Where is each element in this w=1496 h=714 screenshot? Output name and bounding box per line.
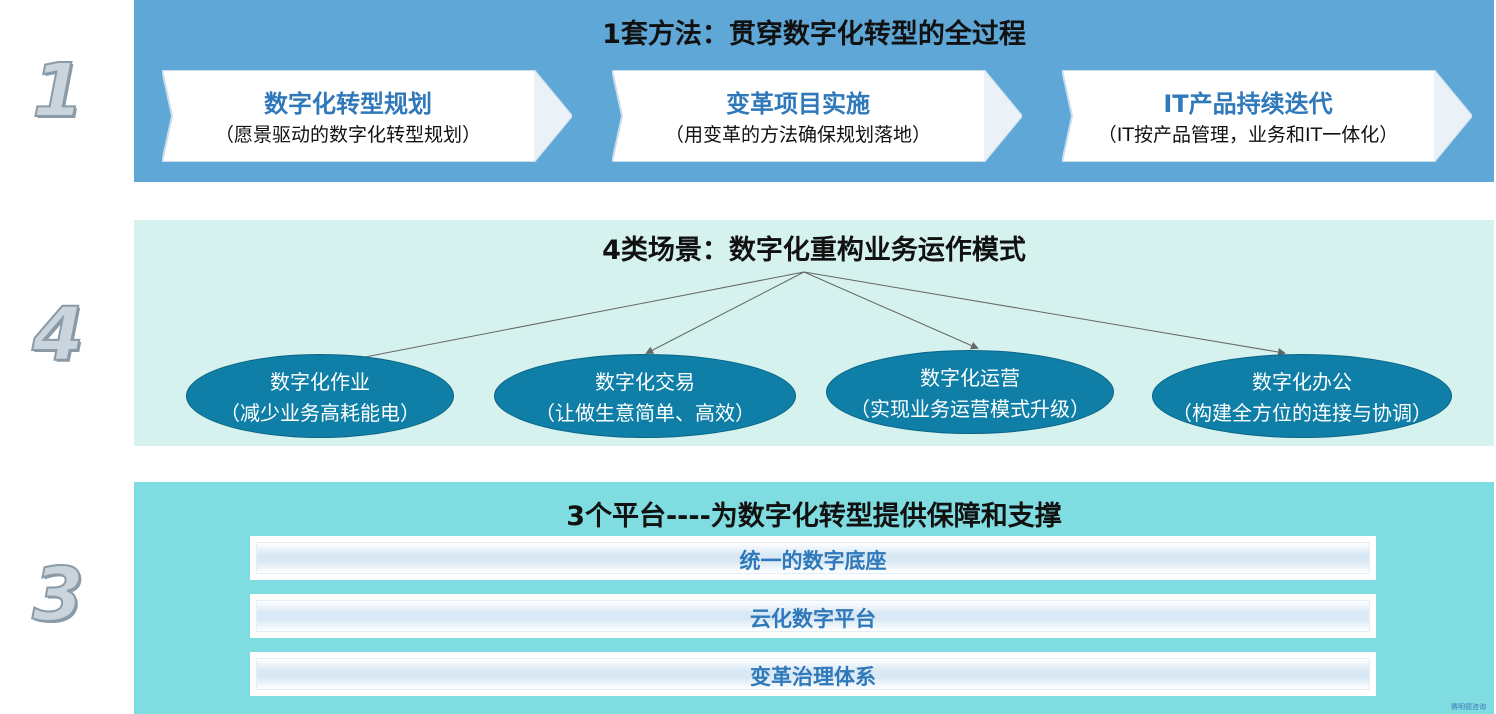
- chevron-shape: [162, 70, 572, 162]
- connector-line-1: [332, 271, 805, 366]
- scenario-title: 数字化交易: [595, 370, 695, 394]
- section-number-1: 1: [31, 47, 85, 135]
- connector-line-4: [803, 271, 1286, 356]
- scenarios-panel: 4类场景：数字化重构业务运作模式 数字化作业 （减少业务高耗能电） 数字化交易 …: [134, 220, 1494, 446]
- step-implementation: 变革项目实施 （用变革的方法确保规划落地）: [612, 70, 1022, 162]
- scenario-subtitle: （减少业务高耗能电）: [220, 401, 420, 425]
- scenarios-title: 4类场景：数字化重构业务运作模式: [602, 235, 1026, 266]
- platform-digital-base: 统一的数字底座: [250, 536, 1376, 580]
- scenario-operation: 数字化作业 （减少业务高耗能电）: [186, 354, 454, 438]
- section-number-3: 3: [31, 551, 85, 639]
- step-subtitle: （用变革的方法确保规划落地）: [664, 124, 931, 146]
- scenario-management: 数字化运营 （实现业务运营模式升级）: [826, 350, 1114, 434]
- scenario-office: 数字化办公 （构建全方位的连接与协调）: [1152, 354, 1452, 438]
- scenario-subtitle: （实现业务运营模式升级）: [850, 397, 1090, 421]
- method-title: 1套方法：贯穿数字化转型的全过程: [602, 19, 1026, 50]
- step-iteration: IT产品持续迭代 （IT按产品管理，业务和IT一体化）: [1062, 70, 1472, 162]
- scenario-subtitle: （让做生意简单、高效）: [535, 401, 755, 425]
- platform-governance: 变革治理体系: [250, 652, 1376, 696]
- section-number-4: 4: [31, 291, 85, 379]
- scenario-title: 数字化作业: [270, 370, 370, 394]
- scenario-title: 数字化运营: [920, 366, 1020, 390]
- scenario-subtitle: （构建全方位的连接与协调）: [1172, 401, 1432, 425]
- scenario-title: 数字化办公: [1252, 370, 1352, 394]
- platform-label: 云化数字平台: [750, 607, 876, 631]
- step-subtitle: （IT按产品管理，业务和IT一体化）: [1097, 124, 1399, 146]
- connector-lines: [332, 271, 1286, 366]
- platform-label: 变革治理体系: [750, 665, 876, 689]
- chevron-shape: [612, 70, 1022, 162]
- method-panel: 1套方法：贯穿数字化转型的全过程 数字化转型规划 （愿景驱动的数字化转型规划） …: [134, 0, 1494, 182]
- platforms-panel: 3个平台----为数字化转型提供保障和支撑 统一的数字底座 云化数字平台 变革治…: [134, 482, 1494, 714]
- platform-label: 统一的数字底座: [739, 549, 887, 573]
- step-planning: 数字化转型规划 （愿景驱动的数字化转型规划）: [162, 70, 572, 162]
- connector-line-2: [645, 271, 805, 354]
- step-title: IT产品持续迭代: [1163, 90, 1333, 118]
- scenario-transaction: 数字化交易 （让做生意简单、高效）: [494, 354, 796, 438]
- watermark-text: 赛明德咨询: [1451, 703, 1486, 711]
- step-title: 数字化转型规划: [264, 90, 432, 118]
- step-title: 变革项目实施: [726, 90, 870, 118]
- platforms-title: 3个平台----为数字化转型提供保障和支撑: [566, 501, 1062, 532]
- step-subtitle: （愿景驱动的数字化转型规划）: [214, 124, 481, 146]
- platform-cloud: 云化数字平台: [250, 594, 1376, 638]
- chevron-shape: [1062, 70, 1472, 162]
- connector-line-3: [803, 271, 979, 350]
